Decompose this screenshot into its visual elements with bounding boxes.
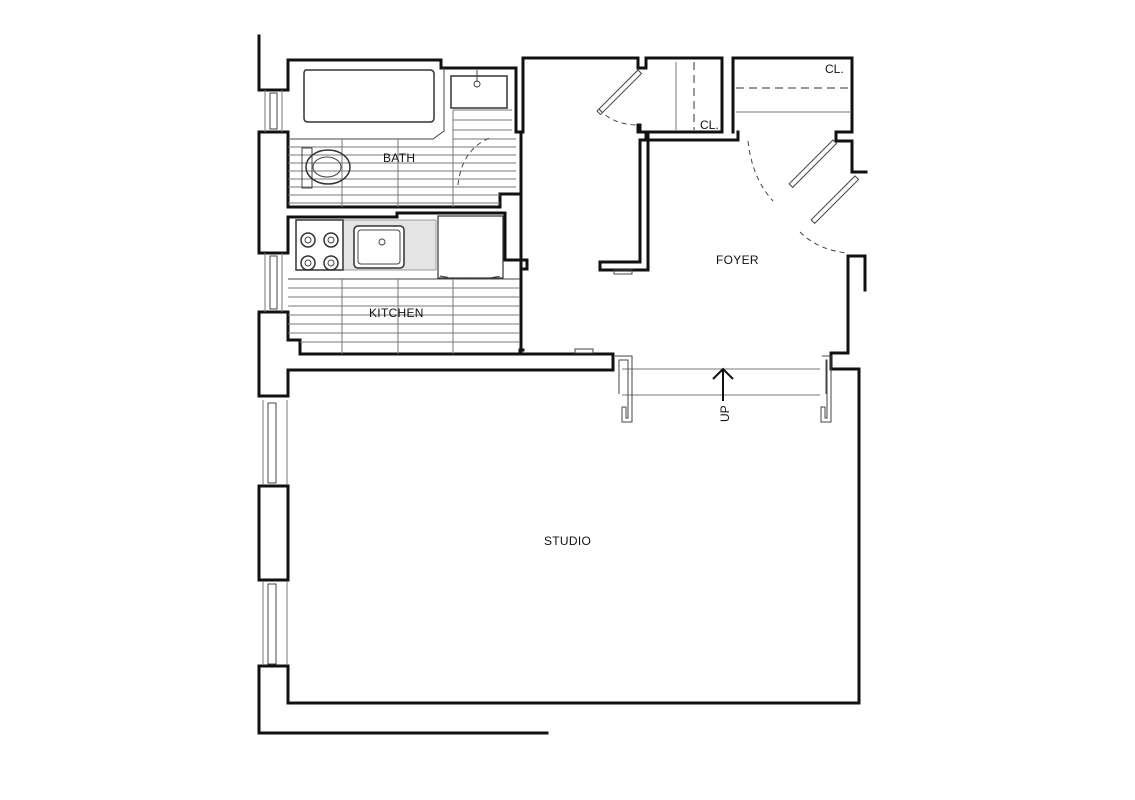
room-label-foyer: FOYER [716,253,759,267]
bath-tile-lines [288,109,516,207]
room-label-studio: STUDIO [544,534,591,548]
kitchen-room: KITCHEN [286,211,529,354]
window-kitchen [264,253,283,312]
window-studio-2 [262,581,288,665]
bath-room: BATH [286,68,523,356]
left-exterior-wall [257,34,867,735]
room-label-kitchen: KITCHEN [369,306,424,320]
closet-label-2: CL. [825,62,844,76]
studio-room: STUDIO [544,534,591,548]
foyer-area: CL. CL. FOYER [521,56,868,354]
stairs-up-label: UP [718,405,732,422]
window-bath [264,90,283,132]
stair-opening: UP [615,355,832,423]
kitchen-tile-lines [288,279,520,354]
window-studio-1 [262,400,288,485]
closet-label-1: CL. [700,118,719,132]
room-label-bath: BATH [383,151,415,165]
